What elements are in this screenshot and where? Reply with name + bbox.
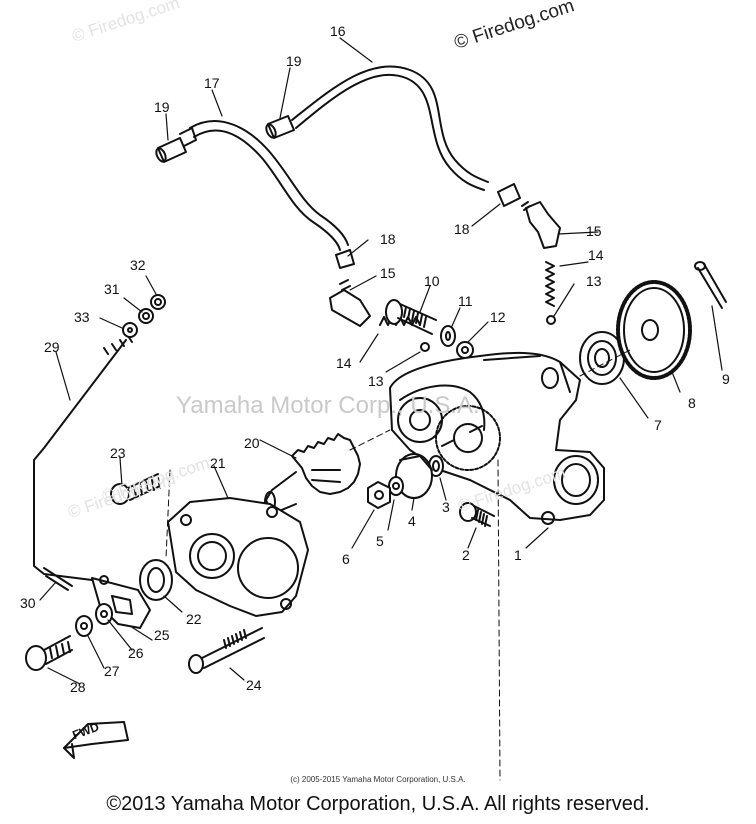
callout-15-left: 15: [380, 265, 396, 281]
callout-16: 16: [330, 23, 346, 39]
callout-9: 9: [722, 371, 730, 387]
callout-7: 7: [654, 417, 662, 433]
callout-20: 20: [244, 435, 260, 451]
oil-tube-16: [291, 65, 489, 191]
leader-lines: [39, 37, 723, 685]
washer-27: [75, 615, 93, 637]
callout-13-right: 13: [586, 273, 602, 289]
callout-11: 11: [458, 293, 473, 309]
elbow-fitting-15-right: [521, 201, 561, 249]
callout-6: 6: [342, 551, 350, 567]
callout-12: 12: [490, 309, 506, 325]
watermark-center: Yamaha Motor Corp., U.S.A.: [176, 392, 480, 419]
oil-tube-17: [189, 120, 349, 251]
callout-22: 22: [186, 611, 202, 627]
callout-21: 21: [210, 455, 226, 471]
check-spring-14-right: [545, 261, 556, 325]
callout-23: 23: [110, 445, 126, 461]
washer-12: [456, 341, 474, 359]
drive-gear-8: [616, 280, 692, 380]
washer-11: [440, 325, 456, 347]
callout-19-left: 19: [154, 99, 170, 115]
callout-10: 10: [424, 273, 440, 289]
copyright-small: (c) 2005-2015 Yamaha Motor Corporation, …: [290, 775, 466, 784]
control-rod-29: [33, 335, 133, 581]
tube-sleeve-19-right: [265, 115, 295, 139]
nut-6: [367, 481, 391, 509]
screw-23: [110, 473, 161, 505]
alignment-lines: [165, 349, 631, 781]
callout-24: 24: [246, 677, 262, 693]
drive-shaft-gear-20: [264, 433, 361, 515]
bearing-7: [579, 331, 625, 385]
nut-32: [150, 294, 166, 310]
fwd-arrow: [63, 721, 129, 759]
oil-pump-body-1: [389, 351, 605, 525]
tube-sleeve-18-right: [497, 183, 521, 207]
callout-31: 31: [104, 281, 120, 297]
washer-5: [388, 476, 404, 496]
long-bolt-24: [188, 627, 265, 674]
screw-28: [25, 635, 73, 671]
callout-29: 29: [44, 339, 60, 355]
screw-2: [459, 502, 495, 527]
callout-3: 3: [442, 499, 450, 515]
callout-33: 33: [74, 309, 90, 325]
rod-clip-30: [43, 567, 73, 591]
callout-13-left: 13: [368, 373, 384, 389]
cotter-pin-9: [694, 261, 727, 309]
washer-26: [95, 603, 113, 625]
callout-27: 27: [104, 663, 120, 679]
callout-30: 30: [20, 595, 36, 611]
callout-14-left: 14: [336, 355, 352, 371]
bolt-10: [385, 299, 437, 335]
callout-19-right: 19: [286, 53, 302, 69]
callout-15-right: 15: [586, 223, 602, 239]
copyright-main: ©2013 Yamaha Motor Corporation, U.S.A. A…: [106, 793, 650, 815]
washer-33: [122, 322, 138, 338]
callout-14-right: 14: [588, 247, 604, 263]
callout-17: 17: [204, 75, 220, 91]
pump-cover-21: [167, 497, 309, 617]
tube-sleeve-19-left: [155, 127, 197, 163]
callout-4: 4: [408, 513, 416, 529]
callout-25: 25: [154, 627, 170, 643]
nut-31: [138, 308, 154, 324]
oil-seal-22: [139, 559, 173, 601]
callout-18-right: 18: [454, 221, 470, 237]
callout-1: 1: [514, 547, 522, 563]
callout-26: 26: [128, 645, 144, 661]
callout-8: 8: [688, 395, 696, 411]
elbow-fitting-15-left: [329, 279, 371, 327]
callout-18-left: 18: [380, 231, 396, 247]
callout-32: 32: [130, 257, 146, 273]
callout-28: 28: [70, 679, 86, 695]
callout-5: 5: [376, 533, 384, 549]
callout-2: 2: [462, 547, 470, 563]
